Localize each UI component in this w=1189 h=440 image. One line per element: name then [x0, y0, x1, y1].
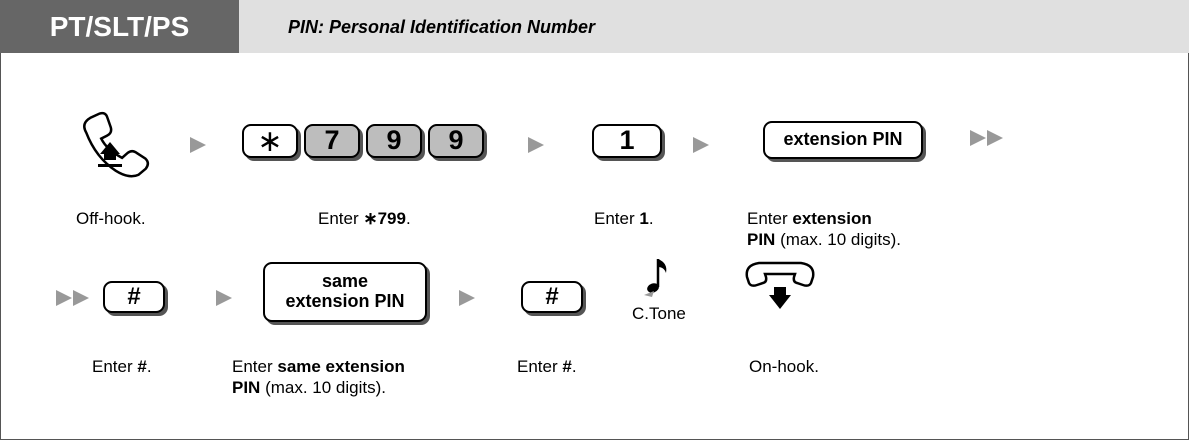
key-star: ∗: [242, 124, 298, 158]
play-arrow-icon: [216, 290, 232, 306]
mode-tab: PT/SLT/PS: [0, 0, 239, 53]
key-9-second: 9: [428, 124, 484, 158]
key-7: 7: [304, 124, 360, 158]
onhook-handset-icon: [745, 261, 815, 309]
double-arrow-icon: [56, 290, 89, 306]
key-1: 1: [592, 124, 662, 158]
play-arrow-icon: [190, 137, 206, 153]
key-same-extension-pin: same extension PIN: [263, 262, 427, 322]
double-arrow-icon: [970, 130, 1003, 146]
key-9-first: 9: [366, 124, 422, 158]
key-same-line2: extension PIN: [285, 291, 405, 311]
header-subtitle: PIN: Personal Identification Number: [288, 17, 596, 37]
music-note-icon: [644, 259, 667, 297]
caption-enter-1: Enter 1.: [594, 209, 654, 228]
play-arrow-icon: [693, 137, 709, 153]
key-hash-second: #: [521, 281, 583, 313]
key-same-line1: same: [321, 271, 369, 292]
caption-enter-hash-first: Enter #.: [92, 357, 152, 376]
play-arrow-icon: [459, 290, 475, 306]
key-hash-first: #: [103, 281, 165, 313]
caption-offhook: Off-hook.: [76, 209, 146, 228]
key-extension-pin: extension PIN: [763, 121, 923, 159]
tone-label: C.Tone: [632, 304, 686, 323]
caption-onhook: On-hook.: [749, 357, 819, 376]
caption-enter-code: Enter ∗799.: [318, 209, 411, 228]
caption-enter-hash-second: Enter #.: [517, 357, 577, 376]
play-arrow-icon: [528, 137, 544, 153]
offhook-handset-icon: [83, 111, 150, 178]
